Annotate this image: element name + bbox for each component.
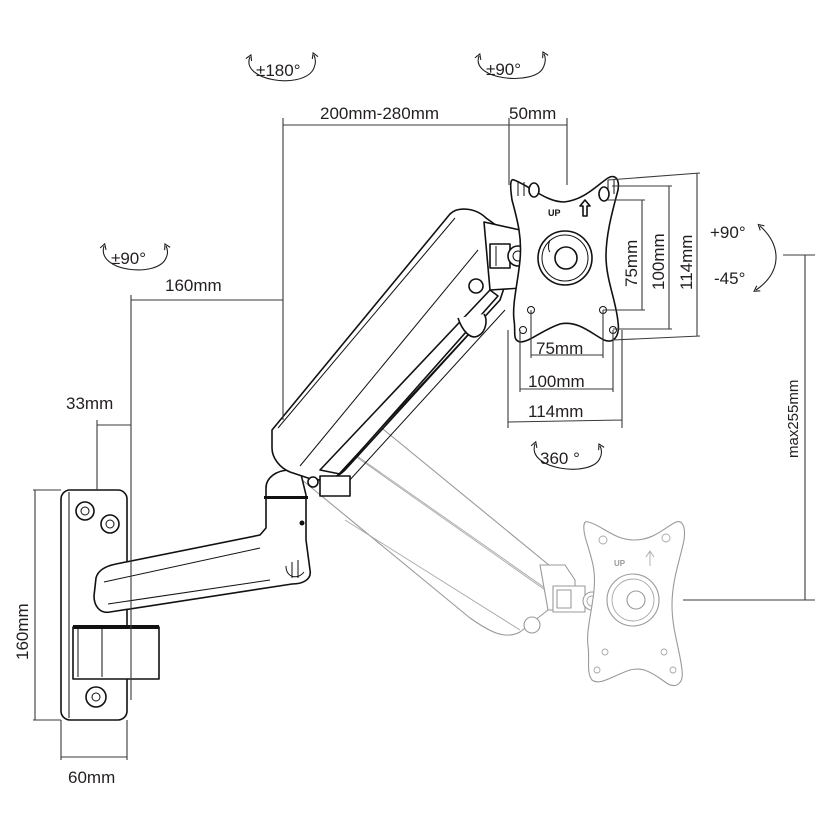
label-head-swivel: ±90°: [486, 60, 521, 79]
plate-up-mark: UP: [548, 208, 561, 218]
ghost-lowered-arm: [289, 398, 602, 636]
dimension-lines: [33, 118, 815, 760]
labels: ±180° ±90° ±90° 360 ° +90° -45° 200mm-28…: [13, 60, 802, 787]
wall-pivot-block: [72, 625, 160, 680]
label-plate-rotation: 360 °: [540, 449, 580, 468]
base-swivel-arrow-icon: [245, 51, 319, 82]
lower-arm: [93, 469, 312, 614]
label-vesa-vertical-114: 114mm: [677, 235, 696, 290]
label-wall-swivel: ±90°: [111, 249, 146, 268]
label-tilt-up: +90°: [710, 223, 746, 242]
label-vesa-horizontal-114: 114mm: [528, 402, 583, 421]
tilt-arrow-icon: [753, 223, 777, 292]
upper-arm: [271, 208, 511, 497]
label-vesa-horizontal-75: 75mm: [536, 339, 583, 358]
label-head-offset: 50mm: [509, 104, 556, 123]
label-tilt-down: -45°: [714, 269, 745, 288]
label-vesa-vertical-75: 75mm: [622, 240, 641, 287]
label-height-adjust: max255mm: [785, 380, 802, 458]
label-wall-plate-width: 60mm: [68, 768, 115, 787]
plate-rotation-arrow-icon: [530, 440, 605, 470]
label-vesa-vertical-100: 100mm: [649, 233, 668, 290]
label-base-swivel: ±180°: [256, 61, 301, 80]
ghost-plate-up-mark: UP: [614, 559, 626, 568]
rotation-arrows: [99, 50, 777, 470]
vesa-plate: UP: [509, 175, 620, 343]
label-lower-arm-length: 160mm: [165, 276, 222, 295]
label-wall-plate-height: 160mm: [13, 603, 32, 660]
wall-swivel-arrow-icon: [99, 242, 171, 271]
ghost-vesa-plate: UP: [583, 521, 686, 687]
tilt-joint: [483, 221, 529, 291]
label-wall-offset: 33mm: [66, 394, 113, 413]
head-swivel-arrow-icon: [474, 50, 549, 79]
label-arm-reach: 200mm-280mm: [320, 104, 439, 123]
label-vesa-horizontal-100: 100mm: [528, 372, 585, 391]
